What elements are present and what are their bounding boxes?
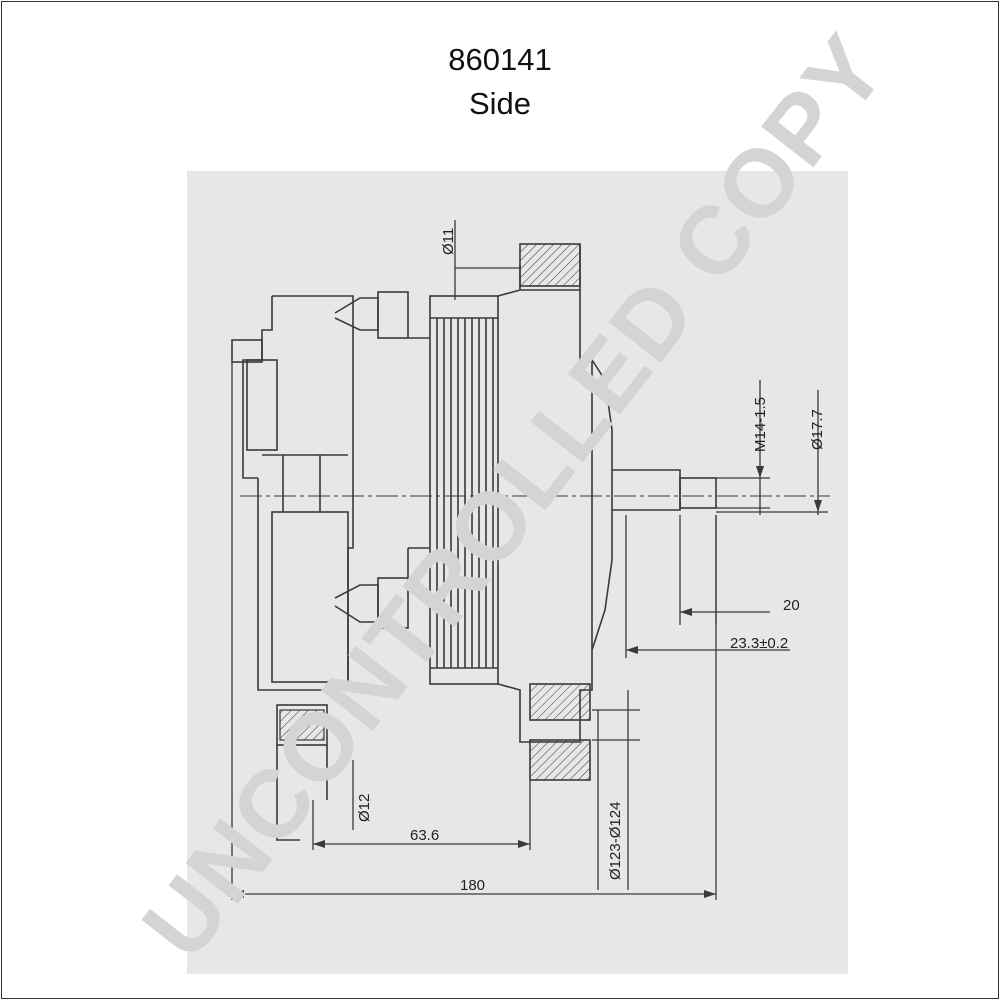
view-label: Side xyxy=(468,86,532,121)
dim-overall-length: 180 xyxy=(460,877,485,894)
dim-shaft-diameter: Ø11 xyxy=(440,228,457,255)
lower-mount-lug xyxy=(529,683,591,721)
lower-mount-lug-2 xyxy=(529,739,591,781)
rear-bushing xyxy=(279,709,325,741)
dim-length-20: 20 xyxy=(783,597,800,614)
dim-length-63: 63.6 xyxy=(410,827,439,844)
dim-pulley-diameter: Ø17.7 xyxy=(809,409,826,450)
dim-mount-diameter: Ø12 xyxy=(356,794,373,822)
part-number-title: 860141 xyxy=(448,42,552,77)
dimension-lines xyxy=(231,220,828,900)
upper-mount-lug xyxy=(519,243,581,287)
dim-length-23: 23.3±0.2 xyxy=(730,635,788,652)
dimension-arrows xyxy=(232,466,822,898)
alternator-outline xyxy=(231,245,717,841)
dim-bore-diameter: Ø123-Ø124 xyxy=(607,802,624,880)
dim-thread: M14-1.5 xyxy=(752,397,769,452)
